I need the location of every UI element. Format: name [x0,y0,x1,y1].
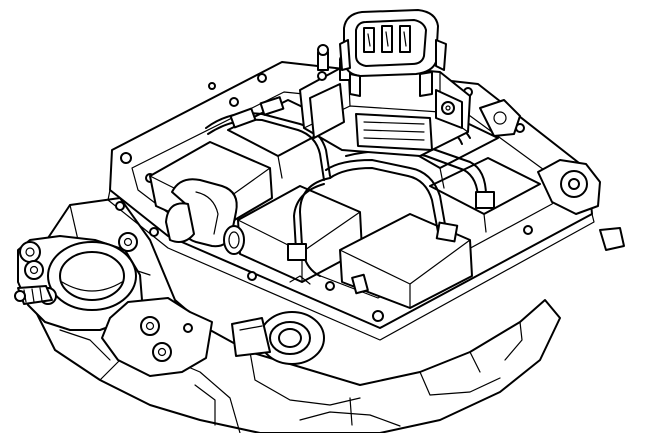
heater-hose [165,178,245,255]
mounting-bracket [101,297,213,377]
coolant-sensor [14,285,53,305]
electrical-connector [339,9,447,97]
right-mount-boss [479,99,625,251]
outlet-port [231,311,325,365]
left-casting [17,232,143,331]
